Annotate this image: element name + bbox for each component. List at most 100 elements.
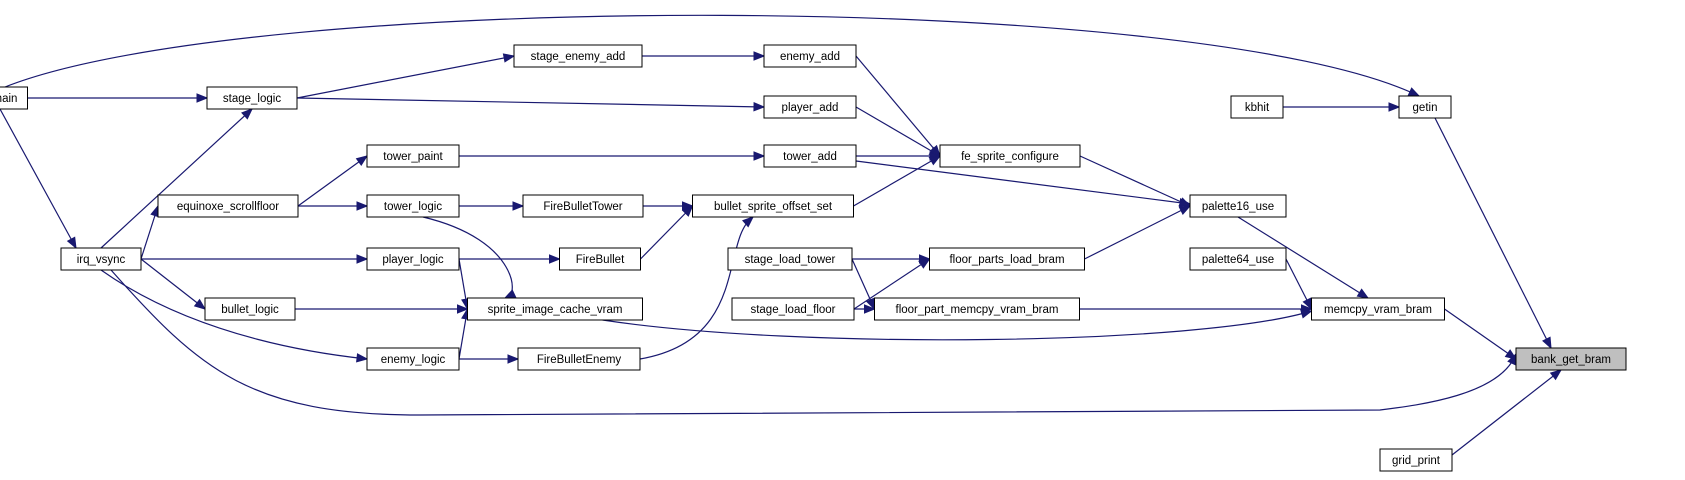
edge-fe_sprite_configure-to-palette16_use xyxy=(1079,155,1191,207)
node-sprite_image_cache_vram[interactable]: sprite_image_cache_vram xyxy=(467,297,643,321)
node-stage_load_tower[interactable]: stage_load_tower xyxy=(727,247,853,271)
node-box-palette64_use[interactable] xyxy=(1189,247,1287,271)
node-label-palette16_use: palette16_use xyxy=(1202,201,1274,213)
node-equinoxe_scrollfloor[interactable]: equinoxe_scrollfloor xyxy=(157,194,299,218)
arrowhead-main-to-stage_logic xyxy=(196,93,209,103)
node-label-tower_paint: tower_paint xyxy=(383,151,443,163)
arrowhead-FireBulletEnemy-to-bullet_sprite_offset_set xyxy=(742,216,755,228)
arrowhead-kbhit-to-getin xyxy=(1388,102,1401,112)
node-palette64_use[interactable]: palette64_use xyxy=(1189,247,1287,271)
node-enemy_logic[interactable]: enemy_logic xyxy=(366,347,460,371)
node-box-tower_logic[interactable] xyxy=(366,194,460,218)
edge-bullet_sprite_offset_set-to-fe_sprite_configure xyxy=(853,155,941,207)
arrowhead-stage_enemy_add-to-enemy_add xyxy=(753,51,766,61)
node-box-tower_paint[interactable] xyxy=(366,144,460,168)
node-getin[interactable]: getin xyxy=(1398,95,1452,119)
node-label-tower_add: tower_add xyxy=(783,151,837,163)
node-player_add[interactable]: player_add xyxy=(763,95,857,119)
node-box-sprite_image_cache_vram[interactable] xyxy=(467,297,643,321)
node-box-player_add[interactable] xyxy=(763,95,857,119)
node-box-enemy_logic[interactable] xyxy=(366,347,460,371)
node-palette16_use[interactable]: palette16_use xyxy=(1189,194,1287,218)
node-FireBulletEnemy[interactable]: FireBulletEnemy xyxy=(517,347,641,371)
node-box-equinoxe_scrollfloor[interactable] xyxy=(157,194,299,218)
node-bullet_sprite_offset_set[interactable]: bullet_sprite_offset_set xyxy=(692,194,854,218)
node-memcpy_vram_bram[interactable]: memcpy_vram_bram xyxy=(1311,297,1445,321)
node-box-floor_part_memcpy_vram_bram[interactable] xyxy=(874,297,1080,321)
node-box-floor_parts_load_bram[interactable] xyxy=(929,247,1085,271)
edge-main-to-irq_vsync xyxy=(0,108,77,249)
node-grid_print[interactable]: grid_print xyxy=(1379,448,1453,472)
node-bullet_logic[interactable]: bullet_logic xyxy=(204,297,296,321)
node-fe_sprite_configure[interactable]: fe_sprite_configure xyxy=(939,144,1081,168)
node-box-stage_logic[interactable] xyxy=(206,86,298,110)
node-floor_parts_load_bram[interactable]: floor_parts_load_bram xyxy=(929,247,1085,271)
node-box-FireBulletEnemy[interactable] xyxy=(517,347,641,371)
edge-getin-to-bank_get_bram xyxy=(1434,117,1552,349)
node-label-enemy_add: enemy_add xyxy=(780,51,840,63)
arrowhead-player_logic-to-FireBullet xyxy=(549,254,561,264)
node-FireBullet[interactable]: FireBullet xyxy=(559,247,641,271)
node-label-palette64_use: palette64_use xyxy=(1202,254,1274,266)
edge-irq_vsync-to-bank_get_bram xyxy=(110,269,1517,416)
node-FireBulletTower[interactable]: FireBulletTower xyxy=(522,194,644,218)
node-tower_logic[interactable]: tower_logic xyxy=(366,194,460,218)
node-box-grid_print[interactable] xyxy=(1379,448,1453,472)
node-box-bullet_logic[interactable] xyxy=(204,297,296,321)
node-bank_get_bram[interactable]: bank_get_bram xyxy=(1515,347,1627,371)
node-floor_part_memcpy_vram_bram[interactable]: floor_part_memcpy_vram_bram xyxy=(874,297,1080,321)
node-label-sprite_image_cache_vram: sprite_image_cache_vram xyxy=(488,304,623,316)
arrowhead-FireBullet-to-bullet_sprite_offset_set xyxy=(681,205,694,217)
node-stage_load_floor[interactable]: stage_load_floor xyxy=(731,297,855,321)
node-label-bullet_sprite_offset_set: bullet_sprite_offset_set xyxy=(714,201,833,213)
node-main[interactable]: main xyxy=(0,86,28,110)
node-label-bullet_logic: bullet_logic xyxy=(221,304,279,316)
node-box-memcpy_vram_bram[interactable] xyxy=(1311,297,1445,321)
node-box-main[interactable] xyxy=(0,86,28,110)
node-player_logic[interactable]: player_logic xyxy=(366,247,460,271)
node-box-bullet_sprite_offset_set[interactable] xyxy=(692,194,854,218)
node-label-FireBulletEnemy: FireBulletEnemy xyxy=(537,354,622,366)
arrowhead-fe_sprite_configure-to-palette16_use xyxy=(1178,197,1192,207)
edge-grid_print-to-bank_get_bram xyxy=(1451,369,1562,456)
node-tower_add[interactable]: tower_add xyxy=(763,144,857,168)
edge-main-to-getin xyxy=(4,14,1420,97)
node-label-stage_load_floor: stage_load_floor xyxy=(750,304,835,316)
node-stage_enemy_add[interactable]: stage_enemy_add xyxy=(513,44,643,68)
node-kbhit[interactable]: kbhit xyxy=(1230,95,1284,119)
arrowhead-main-to-getin xyxy=(1407,87,1421,97)
node-label-irq_vsync: irq_vsync xyxy=(77,254,126,266)
node-box-enemy_add[interactable] xyxy=(763,44,857,68)
node-box-getin[interactable] xyxy=(1398,95,1452,119)
arrowhead-stage_logic-to-player_add xyxy=(753,102,766,112)
node-box-player_logic[interactable] xyxy=(366,247,460,271)
node-box-FireBulletTower[interactable] xyxy=(522,194,644,218)
edge-irq_vsync-to-enemy_logic xyxy=(100,269,368,360)
node-stage_logic[interactable]: stage_logic xyxy=(206,86,298,110)
arrowhead-bullet_logic-to-sprite_image_cache_vram xyxy=(457,304,469,314)
node-box-stage_enemy_add[interactable] xyxy=(513,44,643,68)
node-box-FireBullet[interactable] xyxy=(559,247,641,271)
node-box-irq_vsync[interactable] xyxy=(60,247,142,271)
node-label-stage_load_tower: stage_load_tower xyxy=(745,254,836,266)
node-box-stage_load_floor[interactable] xyxy=(731,297,855,321)
node-label-kbhit: kbhit xyxy=(1245,102,1270,114)
node-box-fe_sprite_configure[interactable] xyxy=(939,144,1081,168)
node-box-palette16_use[interactable] xyxy=(1189,194,1287,218)
node-box-bank_get_bram[interactable] xyxy=(1515,347,1627,371)
node-label-FireBullet: FireBullet xyxy=(576,254,625,266)
edge-stage_load_floor-to-floor_parts_load_bram xyxy=(853,258,930,310)
node-irq_vsync[interactable]: irq_vsync xyxy=(60,247,142,271)
nodes-layer: main stage_logic irq_vsync equinoxe_scrollf… xyxy=(0,44,1627,472)
node-label-grid_print: grid_print xyxy=(1392,455,1441,467)
node-box-kbhit[interactable] xyxy=(1230,95,1284,119)
node-box-stage_load_tower[interactable] xyxy=(727,247,853,271)
edge-equinoxe_scrollfloor-to-tower_paint xyxy=(297,155,368,207)
node-label-memcpy_vram_bram: memcpy_vram_bram xyxy=(1324,304,1432,316)
arrowhead-floor_parts_load_bram-to-palette16_use xyxy=(1178,205,1192,215)
node-box-tower_add[interactable] xyxy=(763,144,857,168)
node-tower_paint[interactable]: tower_paint xyxy=(366,144,460,168)
node-enemy_add[interactable]: enemy_add xyxy=(763,44,857,68)
arrowhead-equinoxe_scrollfloor-to-tower_logic xyxy=(356,201,369,211)
arrowhead-bullet_sprite_offset_set-to-fe_sprite_configure xyxy=(928,155,942,166)
